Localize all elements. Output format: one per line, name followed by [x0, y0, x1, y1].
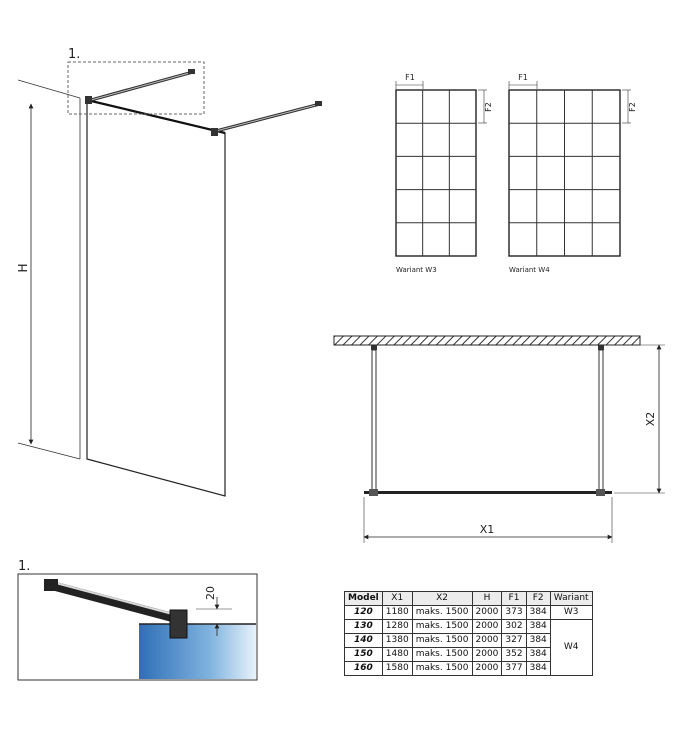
- cell-model: 130: [344, 619, 383, 634]
- header-f1: F1: [501, 591, 527, 606]
- plan-view: X1 X2: [333, 335, 665, 543]
- header-x2: X2: [411, 591, 473, 606]
- perspective-view: 1. H: [16, 47, 322, 497]
- panel-bracket-left: [369, 489, 378, 496]
- height-label: H: [16, 263, 30, 272]
- table-row: 160 1580 maks. 1500 2000 377 384: [344, 661, 593, 676]
- cell-model: 140: [344, 633, 383, 648]
- cell-f2: 384: [525, 619, 551, 634]
- ceiling-mount-left: [371, 345, 377, 350]
- cell-f2: 384: [525, 633, 551, 648]
- bar-bracket-1: [85, 96, 92, 104]
- support-bar-2-highlight: [215, 103, 321, 132]
- depth-label: X2: [644, 412, 657, 427]
- table-row: 140 1380 maks. 1500 2000 327 384: [344, 633, 593, 648]
- variant-w3-frame: [395, 89, 477, 257]
- cell-f1: 352: [501, 647, 527, 662]
- cell-h: 2000: [471, 619, 503, 634]
- variant-w4-drawing: F1 F2 Wariant W4: [508, 73, 637, 274]
- spec-table: Model X1 X2 H F1 F2 Wariant 120 1180 mak…: [344, 591, 593, 676]
- variant-w3-caption: Wariant W3: [396, 266, 437, 274]
- detail-callout-number: 1.: [68, 47, 80, 62]
- cell-variant-w4: W4: [549, 619, 593, 676]
- ceiling-mount-right: [598, 345, 604, 350]
- cell-f1: 373: [501, 605, 527, 620]
- cell-f2: 384: [525, 605, 551, 620]
- cell-x2: maks. 1500: [411, 605, 473, 620]
- floor-line: [17, 442, 81, 460]
- cell-x1: 1180: [381, 605, 413, 620]
- cell-h: 2000: [471, 661, 503, 676]
- cell-x1: 1380: [381, 633, 413, 648]
- table-header-row: Model X1 X2 H F1 F2 Wariant: [344, 591, 593, 606]
- header-model: Model: [344, 591, 383, 606]
- width-label: X1: [480, 523, 495, 536]
- support-bar-1-highlight: [90, 71, 194, 101]
- support-rod-right: [598, 349, 604, 493]
- w4-f1-label: F1: [518, 73, 528, 82]
- ceiling-line: [17, 79, 81, 99]
- cell-x1: 1580: [381, 661, 413, 676]
- cell-x1: 1480: [381, 647, 413, 662]
- cell-x1: 1280: [381, 619, 413, 634]
- detail-1-view: 1. 20: [17, 559, 258, 681]
- glass-cross-section: [139, 624, 256, 679]
- wall-mount-detail: [44, 579, 58, 591]
- w3-f2-label: F2: [484, 102, 493, 112]
- cell-f2: 384: [525, 647, 551, 662]
- glass-panel-plan: [364, 491, 612, 494]
- cell-model: 120: [344, 605, 383, 620]
- variant-w4-grid: [509, 90, 620, 256]
- cell-f1: 302: [501, 619, 527, 634]
- cell-x2: maks. 1500: [411, 619, 473, 634]
- w3-f1-label: F1: [405, 73, 415, 82]
- glass-panel: [86, 99, 226, 497]
- panel-top-profile: [86, 98, 226, 135]
- support-bar-detail: [45, 580, 183, 624]
- cell-model: 150: [344, 647, 383, 662]
- variant-w4-caption: Wariant W4: [509, 266, 550, 274]
- header-x1: X1: [381, 591, 413, 606]
- wall-mount-2: [315, 101, 322, 106]
- header-f2: F2: [525, 591, 551, 606]
- variant-w3-drawing: F1 F2 Wariant W3: [395, 73, 493, 274]
- cell-f1: 377: [501, 661, 527, 676]
- detail-callout-box: [67, 61, 205, 115]
- clearance-label: 20: [204, 586, 217, 600]
- support-rod-left: [371, 349, 377, 493]
- w4-f2-label: F2: [628, 102, 637, 112]
- cell-f2: 384: [525, 661, 551, 676]
- cell-x2: maks. 1500: [411, 647, 473, 662]
- cell-x2: maks. 1500: [411, 633, 473, 648]
- variant-w3-grid: [396, 90, 476, 256]
- glass-clamp-detail: [169, 609, 188, 639]
- cell-variant-w3: W3: [549, 605, 593, 620]
- cell-f1: 327: [501, 633, 527, 648]
- header-h: H: [471, 591, 503, 606]
- table-row: 120 1180 maks. 1500 2000 373 384 W3: [344, 605, 593, 620]
- panel-bracket-right: [596, 489, 605, 496]
- cell-x2: maks. 1500: [411, 661, 473, 676]
- ceiling-hatch: [333, 335, 641, 346]
- detail-frame: [17, 573, 258, 681]
- cell-model: 160: [344, 661, 383, 676]
- cell-h: 2000: [471, 633, 503, 648]
- bar-bracket-2: [211, 128, 218, 136]
- wall-mount-1: [188, 69, 195, 74]
- support-bar-highlight: [51, 581, 177, 616]
- detail-title: 1.: [18, 559, 30, 574]
- cell-h: 2000: [471, 647, 503, 662]
- header-wariant: Wariant: [549, 591, 593, 606]
- table-row: 130 1280 maks. 1500 2000 302 384 W4: [344, 619, 593, 676]
- cell-h: 2000: [471, 605, 503, 620]
